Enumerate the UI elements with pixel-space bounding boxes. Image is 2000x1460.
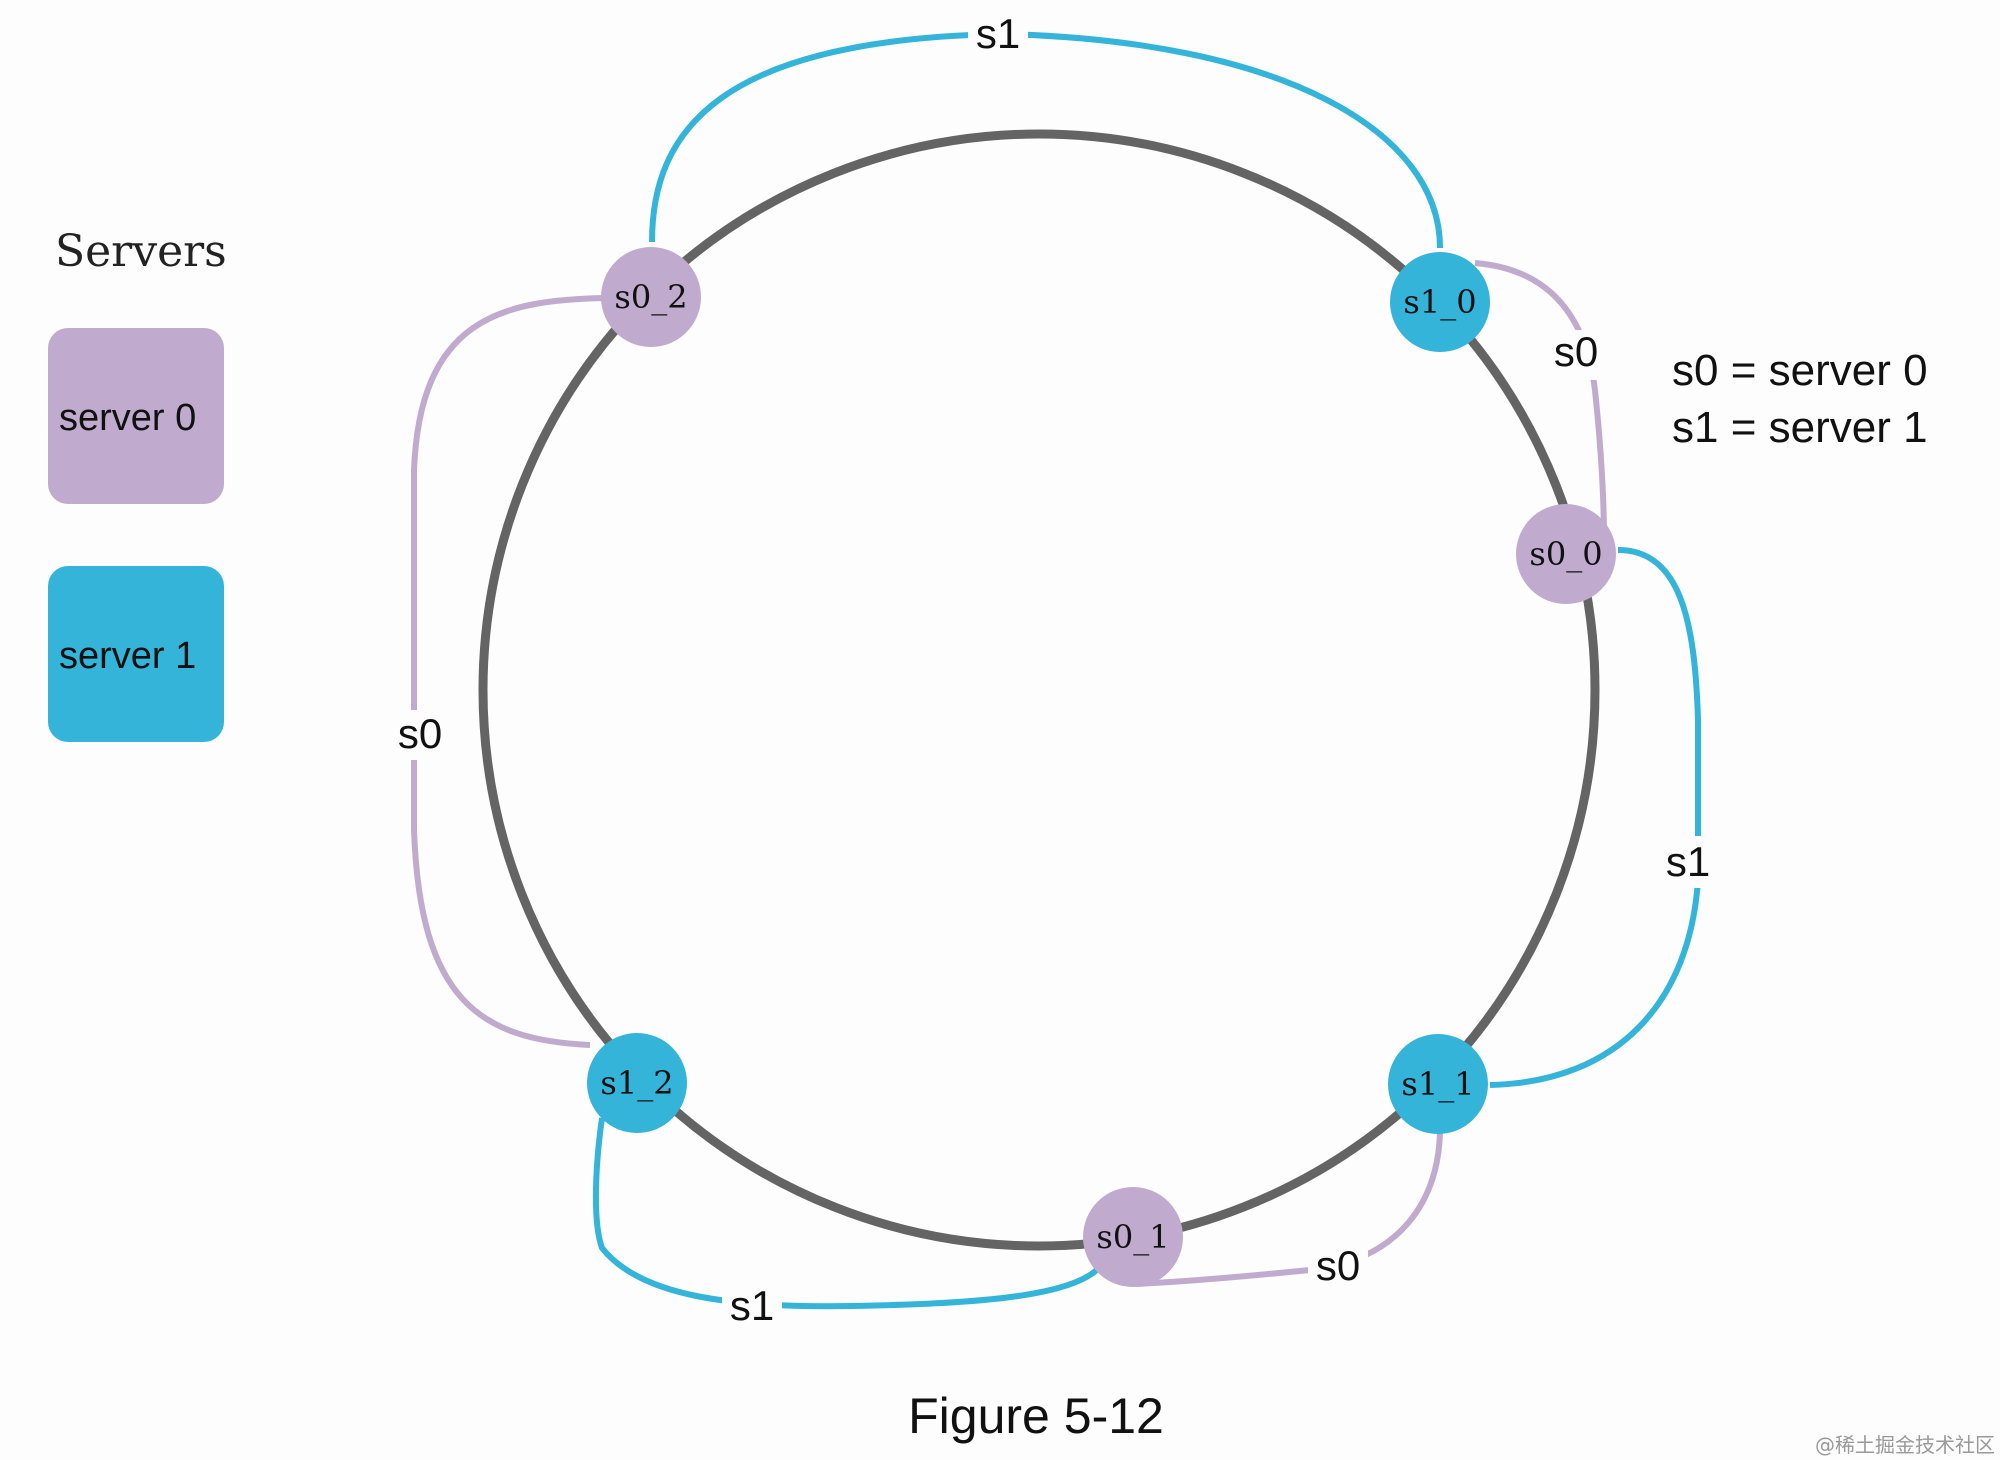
node-s1-2: s1_2	[587, 1033, 687, 1133]
arc-labels: s1 s0 s1 s0 s1 s0	[390, 10, 1730, 1334]
arc-label-bg	[722, 1284, 782, 1334]
arc-s0-upper-right	[1474, 260, 1607, 541]
node-s1-0: s1_0	[1390, 252, 1490, 352]
legend-label-server-1: server 1	[59, 635, 196, 677]
arc-label-bg	[1666, 836, 1730, 888]
legend-title: Servers	[55, 226, 227, 277]
arc-label-s1-top: s1	[976, 10, 1020, 57]
node-s0-2: s0_2	[601, 247, 701, 347]
definition-s1: s1 = server 1	[1672, 403, 1928, 452]
nodes: s0_2 s1_0 s0_0 s1_1 s0_1 s1_2	[587, 247, 1616, 1287]
arc-s0-left	[411, 295, 606, 1048]
hash-ring	[478, 129, 1600, 1251]
node-label: s1_1	[1401, 1065, 1474, 1103]
arc-label-s0-upper-right: s0	[1554, 328, 1598, 375]
watermark: @稀土掘金技术社区	[1815, 1433, 1995, 1457]
arc-label-bg	[968, 10, 1028, 60]
node-label: s1_0	[1403, 283, 1476, 321]
arc-label-s1-bottom: s1	[730, 1282, 774, 1329]
definition-s0: s0 = server 0	[1672, 346, 1928, 395]
node-s1-1: s1_1	[1388, 1034, 1488, 1134]
node-label: s1_2	[600, 1064, 673, 1102]
arc-label-bg	[390, 710, 450, 760]
figure-caption: Figure 5-12	[908, 1388, 1164, 1444]
node-label: s0_2	[614, 278, 687, 316]
legend-label-server-0: server 0	[59, 397, 196, 439]
arc-s0-lower-right	[1135, 1127, 1443, 1287]
legend: Servers server 0 server 1	[48, 226, 227, 742]
arc-label-bg	[1548, 330, 1604, 380]
legend-swatch-server-1	[48, 566, 224, 742]
node-s0-0: s0_0	[1516, 504, 1616, 604]
definitions: s0 = server 0 s1 = server 1	[1672, 346, 1928, 452]
node-label: s0_1	[1096, 1218, 1169, 1256]
node-s0-1: s0_1	[1083, 1187, 1183, 1287]
legend-swatch-server-0	[48, 328, 224, 504]
node-label: s0_0	[1529, 535, 1602, 573]
arc-label-bg	[1308, 1244, 1368, 1294]
arc-label-s1-right: s1	[1666, 838, 1710, 885]
arc-label-s0-left: s0	[398, 710, 442, 757]
arc-label-s0-lower-right: s0	[1316, 1242, 1360, 1289]
